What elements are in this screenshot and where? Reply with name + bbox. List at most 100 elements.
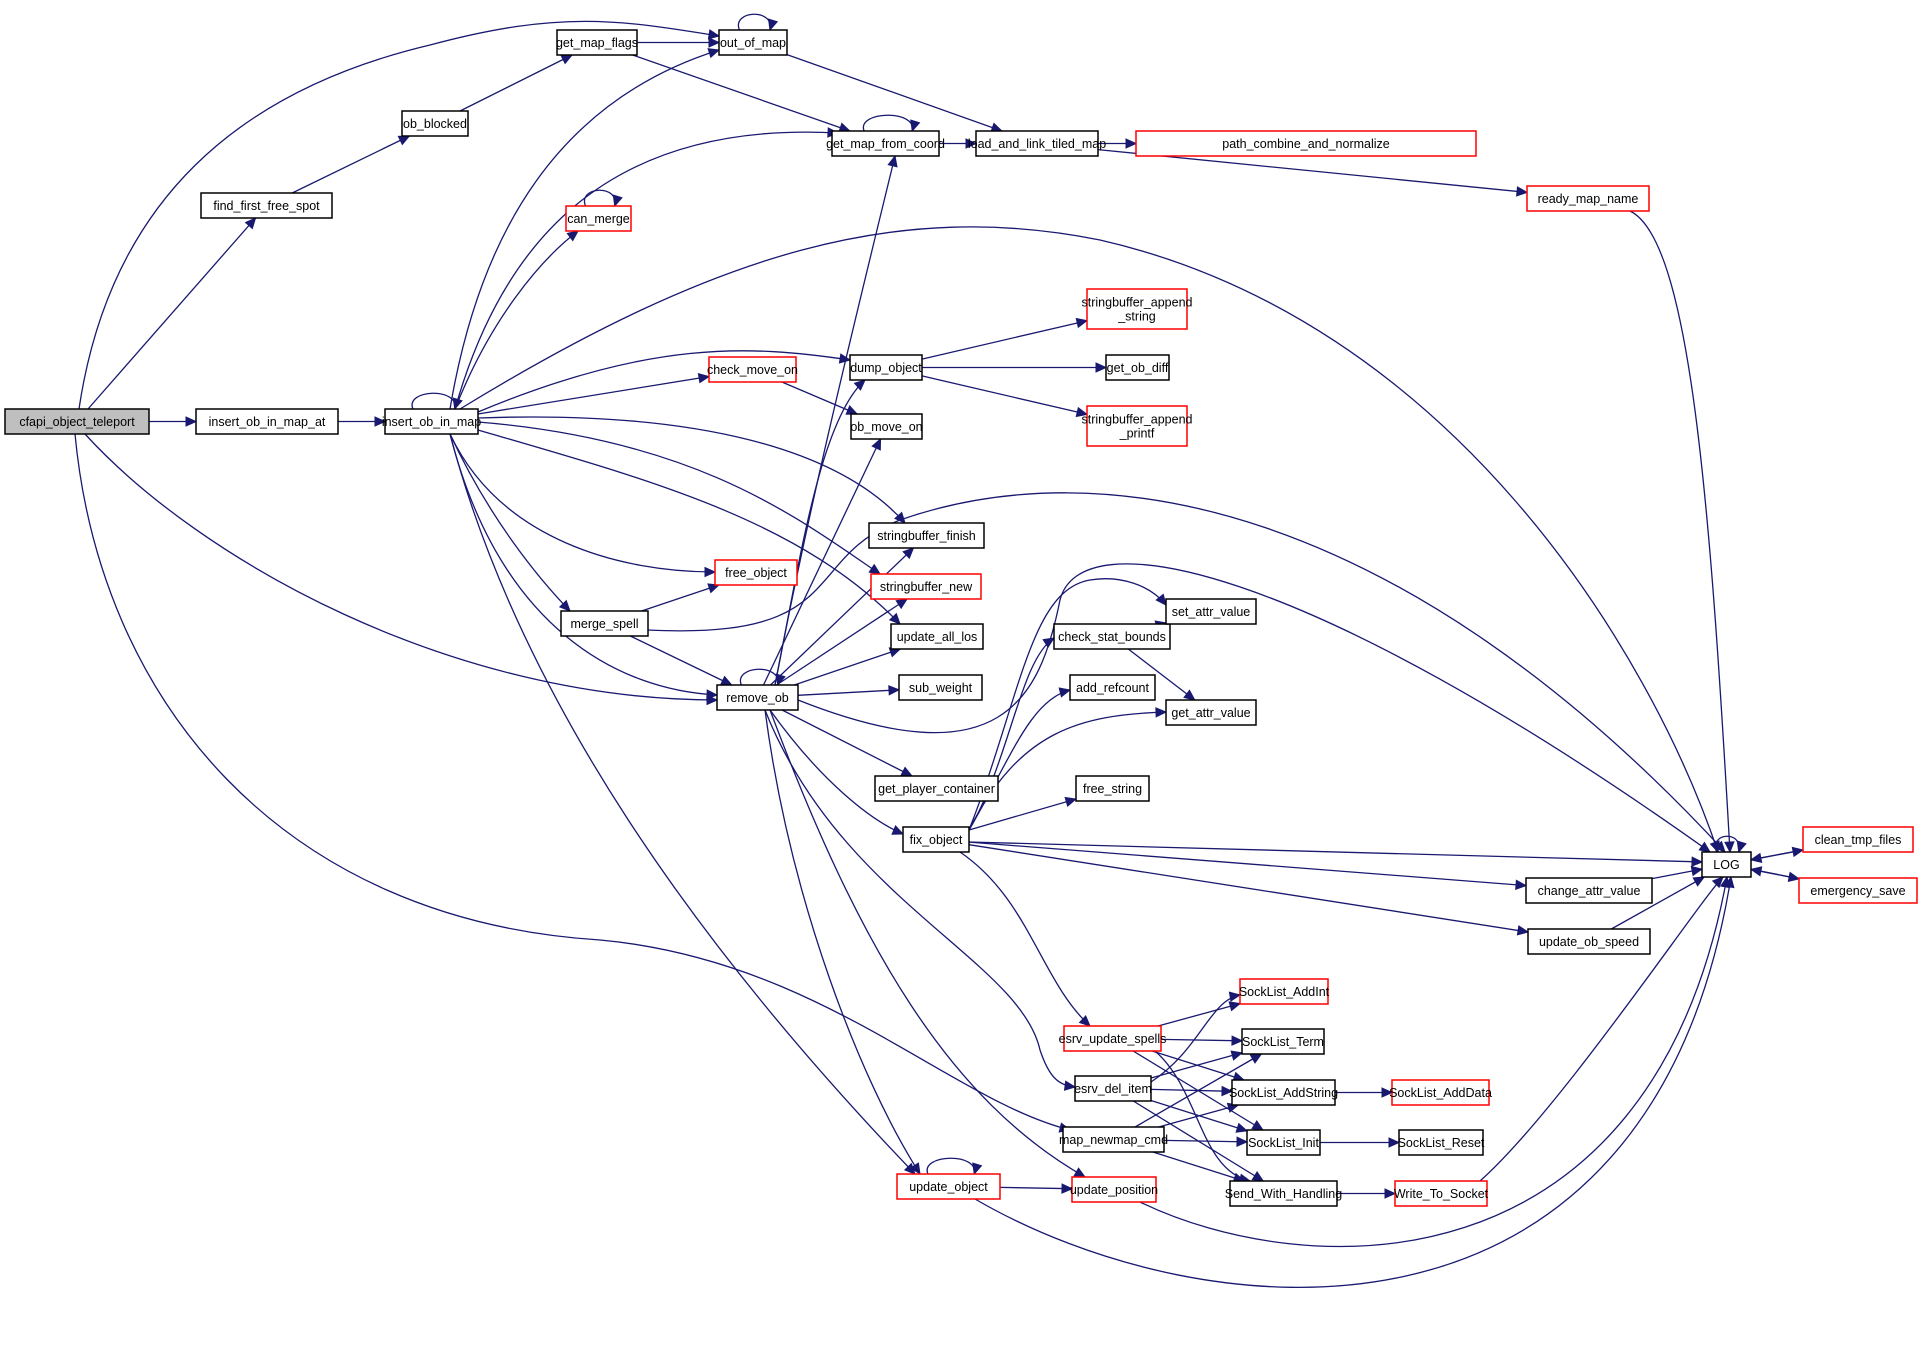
node-box[interactable] [1165, 699, 1257, 726]
node-box[interactable] [1053, 623, 1171, 650]
node-box[interactable] [714, 559, 798, 586]
node-dump-object[interactable]: dump_object [849, 354, 923, 381]
node-write-to-socket[interactable]: Write_To_Socket [1394, 1180, 1489, 1207]
node-box[interactable] [195, 408, 339, 435]
node-box[interactable] [896, 1173, 1001, 1200]
node-box[interactable] [975, 130, 1099, 157]
node-get-attr-value[interactable]: get_attr_value [1165, 699, 1257, 726]
node-stringbuffer-append-string[interactable]: stringbuffer_append_string [1082, 288, 1193, 330]
node-check-move-on[interactable]: check_move_on [707, 356, 798, 383]
node-find-first-free-spot[interactable]: find_first_free_spot [200, 192, 333, 219]
node-box[interactable] [850, 413, 923, 440]
node-socklist-reset[interactable]: SockList_Reset [1398, 1129, 1485, 1156]
node-box[interactable] [1086, 288, 1188, 330]
node-box[interactable] [1398, 1129, 1484, 1156]
node-box[interactable] [708, 356, 797, 383]
node-get-ob-diff[interactable]: get_ob_diff [1105, 354, 1170, 381]
node-change-attr-value[interactable]: change_attr_value [1525, 877, 1653, 904]
node-load-and-link-tiled-map[interactable]: load_and_link_tiled_map [968, 130, 1106, 157]
node-socklist-addint[interactable]: SockList_AddInt [1239, 978, 1330, 1005]
node-box[interactable] [1526, 185, 1650, 212]
node-sub-weight[interactable]: sub_weight [898, 674, 983, 701]
node-box[interactable] [1394, 1180, 1488, 1207]
node-merge-spell[interactable]: merge_spell [560, 610, 649, 637]
node-box[interactable] [1229, 1180, 1338, 1207]
node-map-newmap-cmd[interactable]: map_newmap_cmd [1059, 1126, 1168, 1153]
node-box[interactable] [1798, 877, 1918, 904]
node-insert-ob-in-map-at[interactable]: insert_ob_in_map_at [195, 408, 339, 435]
node-insert-ob-in-map[interactable]: insert_ob_in_map [382, 408, 481, 435]
node-box[interactable] [1062, 1126, 1165, 1153]
node-box[interactable] [565, 205, 632, 232]
node-box[interactable] [1105, 354, 1170, 381]
node-send-with-handling[interactable]: Send_With_Handling [1225, 1180, 1342, 1207]
node-update-all-los[interactable]: update_all_los [890, 623, 984, 650]
node-box[interactable] [1527, 928, 1651, 955]
node-box[interactable] [384, 408, 479, 435]
node-box[interactable] [1086, 405, 1188, 447]
node-stringbuffer-new[interactable]: stringbuffer_new [870, 573, 982, 600]
node-stringbuffer-finish[interactable]: stringbuffer_finish [868, 522, 985, 549]
node-box[interactable] [868, 522, 985, 549]
node-get-player-container[interactable]: get_player_container [874, 775, 999, 802]
node-box[interactable] [1075, 775, 1150, 802]
node-update-ob-speed[interactable]: update_ob_speed [1527, 928, 1651, 955]
node-socklist-addstring[interactable]: SockList_AddString [1229, 1079, 1338, 1106]
node-box[interactable] [1246, 1129, 1321, 1156]
node-ob-move-on[interactable]: ob_move_on [850, 413, 923, 440]
node-get-map-flags[interactable]: get_map_flags [556, 29, 638, 56]
node-set-attr-value[interactable]: set_attr_value [1165, 598, 1257, 625]
node-fix-object[interactable]: fix_object [902, 826, 970, 853]
node-clean-tmp-files[interactable]: clean_tmp_files [1802, 826, 1914, 853]
node-path-combine-and-normalize[interactable]: path_combine_and_normalize [1135, 130, 1477, 157]
node-box[interactable] [556, 29, 638, 56]
node-add-refcount[interactable]: add_refcount [1069, 674, 1156, 701]
node-socklist-init[interactable]: SockList_Init [1246, 1129, 1321, 1156]
node-get-map-from-coord[interactable]: get_map_from_coord [826, 130, 945, 157]
node-box[interactable] [1802, 826, 1914, 853]
node-update-object[interactable]: update_object [896, 1173, 1001, 1200]
node-box[interactable] [874, 775, 999, 802]
node-remove-ob[interactable]: remove_ob [716, 684, 799, 711]
node-box[interactable] [1165, 598, 1257, 625]
node-log[interactable]: LOG [1701, 851, 1752, 878]
node-ob-blocked[interactable]: ob_blocked [401, 110, 469, 137]
node-box[interactable] [1063, 1025, 1162, 1052]
node-update-position[interactable]: update_position [1070, 1176, 1158, 1203]
node-box[interactable] [1074, 1075, 1152, 1102]
node-box[interactable] [1135, 130, 1477, 157]
node-emergency-save[interactable]: emergency_save [1798, 877, 1918, 904]
node-check-stat-bounds[interactable]: check_stat_bounds [1053, 623, 1171, 650]
node-box[interactable] [1239, 978, 1329, 1005]
node-out-of-map[interactable]: out_of_map [718, 29, 788, 56]
node-box[interactable] [1231, 1079, 1336, 1106]
node-box[interactable] [870, 573, 982, 600]
node-box[interactable] [898, 674, 983, 701]
node-box[interactable] [716, 684, 799, 711]
node-free-string[interactable]: free_string [1075, 775, 1150, 802]
node-free-object[interactable]: free_object [714, 559, 798, 586]
node-box[interactable] [200, 192, 333, 219]
node-socklist-term[interactable]: SockList_Term [1241, 1028, 1325, 1055]
node-box[interactable] [1069, 674, 1156, 701]
node-box[interactable] [831, 130, 940, 157]
node-can-merge[interactable]: can_merge [565, 205, 632, 232]
node-box[interactable] [902, 826, 970, 853]
node-box[interactable] [560, 610, 649, 637]
node-box[interactable] [1391, 1079, 1490, 1106]
node-box[interactable] [1241, 1028, 1325, 1055]
node-box[interactable] [718, 29, 788, 56]
node-socklist-adddata[interactable]: SockList_AddData [1389, 1079, 1492, 1106]
node-cfapi-object-teleport[interactable]: cfapi_object_teleport [4, 408, 150, 435]
node-box[interactable] [401, 110, 469, 137]
node-esrv-del-item[interactable]: esrv_del_item [1074, 1075, 1152, 1102]
node-box[interactable] [1701, 851, 1752, 878]
node-ready-map-name[interactable]: ready_map_name [1526, 185, 1650, 212]
node-box[interactable] [1525, 877, 1653, 904]
node-esrv-update-spells[interactable]: esrv_update_spells [1059, 1025, 1167, 1052]
node-stringbuffer-append-printf[interactable]: stringbuffer_append_printf [1082, 405, 1193, 447]
node-box[interactable] [849, 354, 923, 381]
node-box[interactable] [890, 623, 984, 650]
node-box[interactable] [4, 408, 150, 435]
node-box[interactable] [1071, 1176, 1157, 1203]
